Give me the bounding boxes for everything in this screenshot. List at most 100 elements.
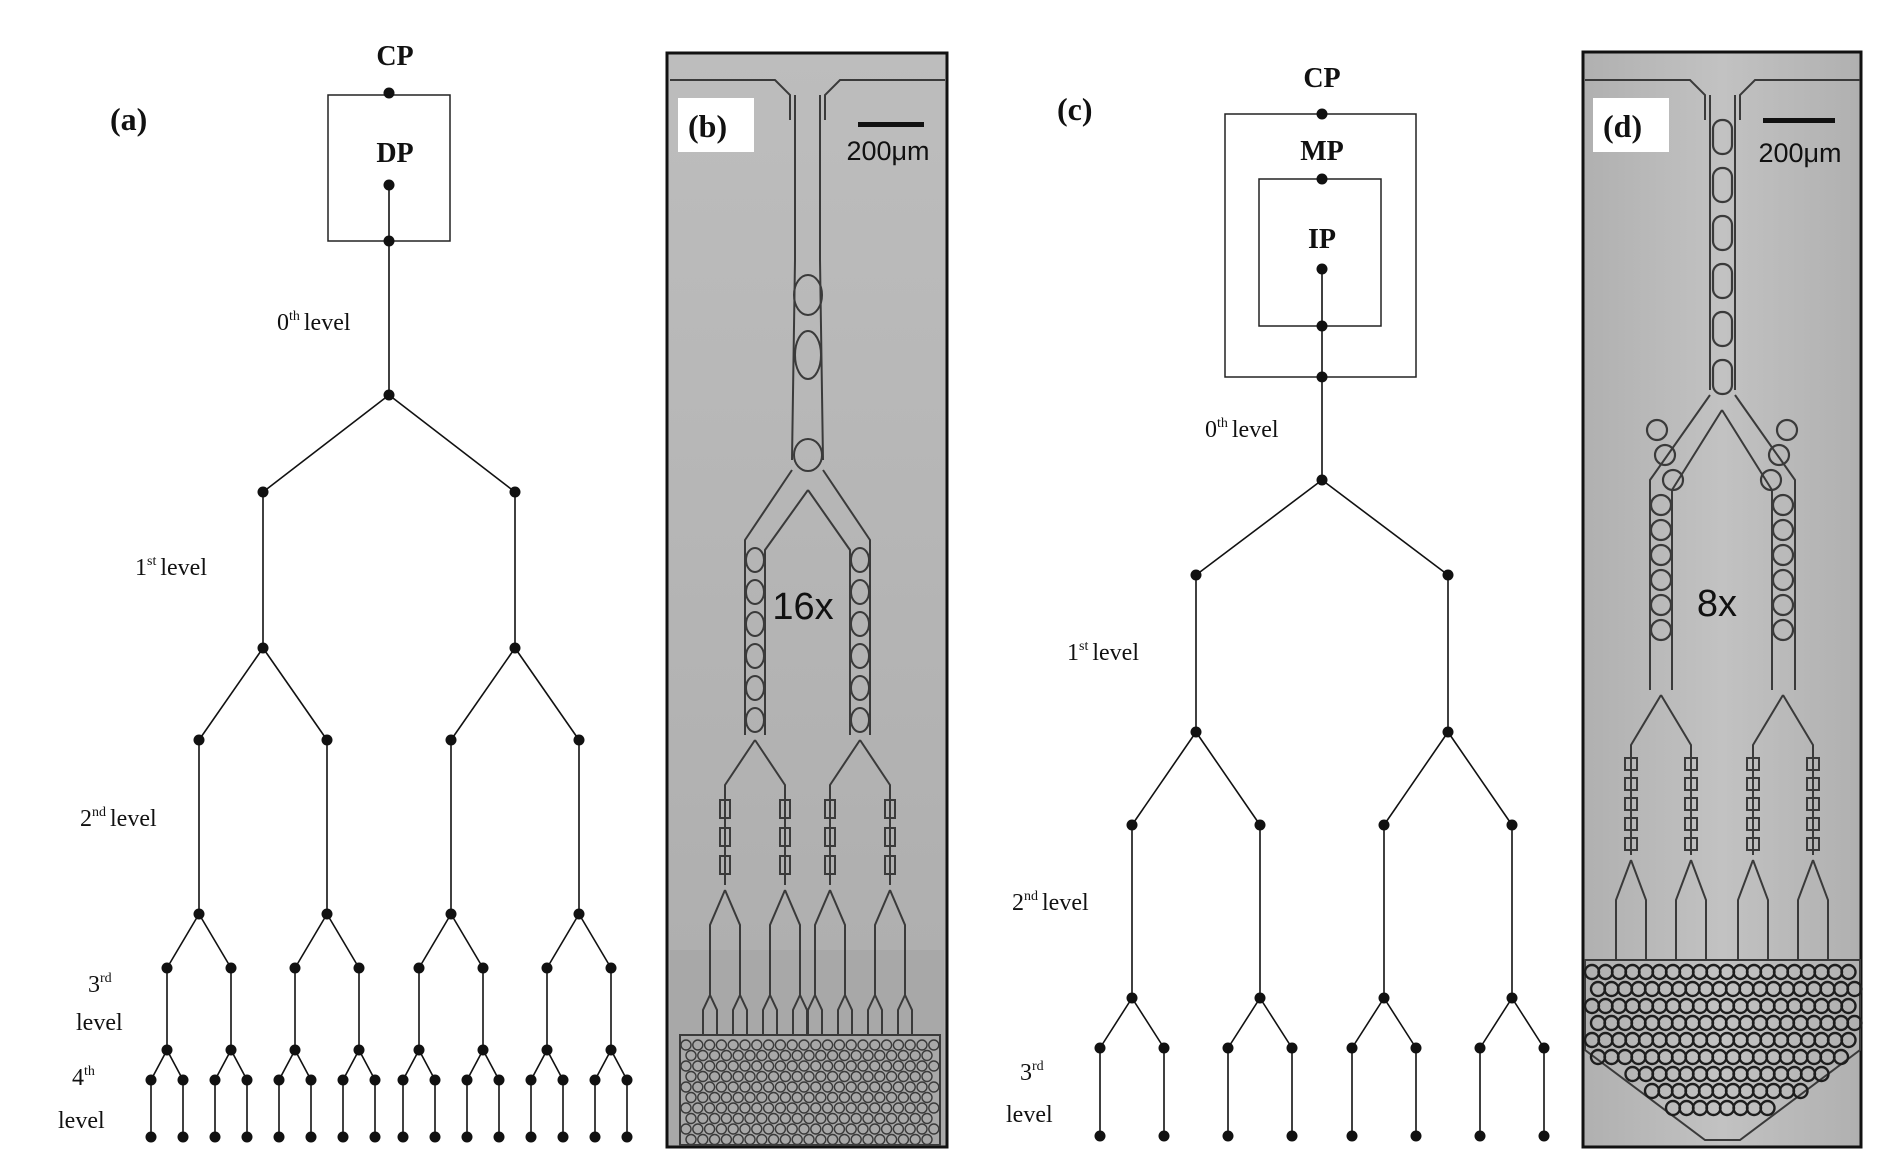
packed-droplet — [774, 1039, 787, 1051]
tree-node — [177, 1131, 189, 1143]
level4-channel — [732, 994, 741, 1035]
packed-droplet — [692, 1060, 704, 1072]
packed-droplet — [845, 1081, 857, 1093]
packed-droplet — [774, 1102, 787, 1114]
inlet-wall-left — [670, 79, 791, 120]
tree-edge — [578, 913, 612, 969]
packed-droplet — [869, 1039, 881, 1051]
packed-droplet — [880, 1102, 893, 1114]
tree-node — [493, 1131, 505, 1143]
level4-channel — [897, 994, 906, 1035]
packed-droplet — [708, 1049, 721, 1062]
packed-droplet — [897, 1112, 910, 1125]
droplet — [1771, 543, 1795, 567]
packed-droplet — [810, 1039, 822, 1051]
tree-edge — [198, 647, 264, 741]
packed-droplet — [767, 1133, 780, 1146]
droplet — [1746, 777, 1760, 791]
tree-node — [589, 1131, 601, 1143]
level2-channel — [829, 739, 861, 885]
packed-droplet — [756, 1049, 768, 1062]
packed-droplet — [791, 1133, 803, 1146]
packed-droplet — [815, 1112, 827, 1125]
packed-droplet — [928, 1060, 940, 1072]
level4-channel — [762, 994, 771, 1035]
packed-droplet — [803, 1112, 815, 1125]
packed-droplet — [874, 1091, 886, 1104]
tree-node — [1538, 1130, 1550, 1142]
droplet — [1806, 777, 1820, 791]
packed-droplet — [862, 1133, 874, 1146]
tree-edge — [514, 647, 580, 741]
packed-droplet — [833, 1123, 846, 1135]
droplet — [1759, 468, 1783, 492]
packed-droplet — [921, 1070, 933, 1083]
tree-edge — [450, 647, 516, 741]
packed-droplet — [885, 1091, 898, 1104]
level3-channel — [1752, 859, 1769, 960]
packed-droplet — [909, 1049, 921, 1062]
packed-droplet — [921, 1049, 933, 1062]
droplet — [824, 855, 836, 875]
packed-droplet — [708, 1112, 721, 1125]
tree-edge — [546, 913, 580, 969]
packed-droplet — [850, 1133, 862, 1146]
packed-droplet — [732, 1112, 744, 1125]
packed-droplet — [739, 1102, 751, 1114]
droplet — [1624, 757, 1638, 771]
packed-droplet — [862, 1049, 874, 1062]
tree-edge — [546, 1049, 564, 1081]
dp-node-label: DP — [376, 138, 413, 169]
packed-droplet — [857, 1102, 869, 1114]
droplet — [1711, 118, 1734, 156]
droplet — [719, 799, 731, 819]
level3-channel — [814, 889, 831, 995]
packed-droplet — [803, 1091, 815, 1104]
level4-channel — [739, 994, 748, 1035]
packed-droplet — [869, 1102, 881, 1114]
packed-droplet — [685, 1112, 697, 1125]
packed-droplet — [909, 1091, 921, 1104]
packed-droplet — [892, 1081, 905, 1093]
droplet — [1771, 518, 1795, 542]
inlet-wall-right — [1739, 79, 1860, 120]
level4-channel — [904, 994, 913, 1035]
level4-channel — [702, 994, 711, 1035]
tree-node — [1410, 1130, 1422, 1142]
micrograph-d-channels — [1583, 79, 1863, 1141]
droplet — [1684, 757, 1698, 771]
packed-droplet — [798, 1039, 810, 1051]
collection-funnel — [1584, 959, 1861, 1141]
packed-droplet — [732, 1049, 744, 1062]
packed-droplet — [697, 1070, 709, 1083]
droplet — [1806, 837, 1820, 851]
panel-a-label: (a) — [110, 101, 147, 137]
packed-droplet — [720, 1091, 733, 1104]
packed-droplet — [904, 1102, 916, 1114]
packed-droplet — [904, 1081, 916, 1093]
tree-a-edges-nodes — [145, 87, 633, 1143]
level3-channel — [1630, 859, 1647, 960]
packed-droplet — [862, 1091, 874, 1104]
packed-droplet — [715, 1039, 728, 1051]
panel-c-label: (c) — [1057, 91, 1093, 127]
tree-node — [145, 1131, 157, 1143]
packed-droplet — [715, 1102, 728, 1114]
droplet — [850, 547, 870, 573]
level4-channel — [792, 994, 801, 1035]
droplet — [794, 330, 822, 380]
packed-droplet — [720, 1049, 733, 1062]
packed-droplet — [744, 1112, 756, 1125]
packed-droplet — [921, 1112, 933, 1125]
tree-node — [241, 1131, 253, 1143]
packed-droplet — [885, 1049, 898, 1062]
tree-edge — [418, 913, 452, 969]
packed-droplet — [815, 1049, 827, 1062]
scale-bar-d-text: 200μm — [1758, 138, 1841, 168]
packed-droplet — [756, 1133, 768, 1146]
droplet — [1767, 443, 1791, 467]
packed-droplet — [838, 1091, 851, 1104]
